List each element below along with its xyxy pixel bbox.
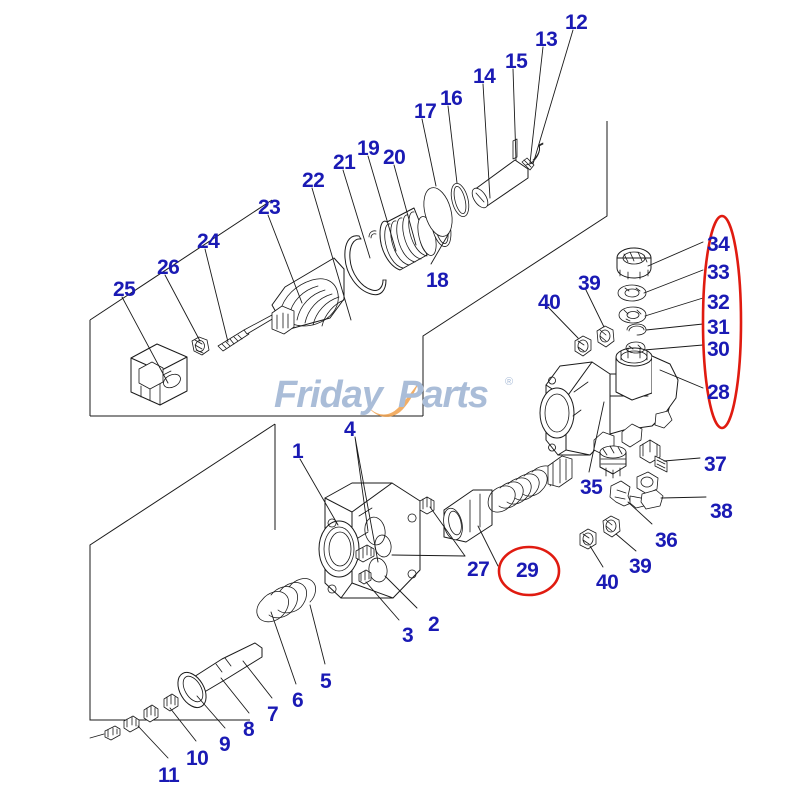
highlight-ellipse-right-column: [701, 214, 743, 430]
callout-number-38: 38: [710, 500, 733, 523]
leader-lines: [121, 29, 707, 759]
callout-number-14: 14: [473, 65, 496, 88]
highlight-marks: [497, 214, 743, 597]
callout-number-36: 36: [655, 529, 678, 552]
callout-number-33: 33: [707, 261, 730, 284]
callout-number-27: 27: [467, 558, 490, 581]
callout-number-39b: 39: [629, 555, 652, 578]
part-36-bleeder-valve: [609, 480, 645, 509]
part-14-piston-rod: [471, 159, 529, 209]
part-23-dust-boot-bellows: [271, 257, 345, 335]
callout-number-8: 8: [243, 718, 255, 741]
callout-number-18: 18: [426, 269, 449, 292]
callout-number-29: 29: [516, 559, 539, 582]
part-9-10-11-small-washers: [89, 693, 179, 741]
callout-number-3: 3: [402, 624, 414, 647]
part-5-spring: [256, 578, 316, 623]
part-17-o-ring: [423, 187, 453, 237]
part-22-snap-ring: [344, 230, 387, 296]
part-27-spring-assembly: [487, 455, 573, 513]
part-15-13-12-pin-and-clip: [512, 138, 544, 171]
callout-number-17: 17: [414, 100, 437, 123]
part-24-push-rod: [217, 314, 275, 352]
callout-number-11: 11: [158, 764, 180, 787]
callout-number-5: 5: [320, 670, 332, 693]
callout-number-22: 22: [302, 169, 325, 192]
part-20-19-21-seal-stack: [379, 207, 437, 271]
callout-number-39: 39: [578, 272, 601, 295]
part-32-washer: [618, 306, 647, 324]
callout-number-21: 21: [333, 151, 356, 174]
part-31-small-ring: [626, 323, 647, 336]
part-1-cylinder-body: [318, 482, 421, 599]
callout-number-2: 2: [428, 613, 440, 636]
part-30-small-ring: [625, 341, 646, 354]
callout-number-34: 34: [707, 233, 730, 256]
highlight-circle-item-29: [497, 545, 561, 597]
callout-number-30: 30: [707, 338, 730, 361]
callout-number-13: 13: [535, 28, 558, 51]
callout-number-23: 23: [258, 196, 281, 219]
callout-number-6: 6: [292, 689, 304, 712]
callout-number-31: 31: [707, 316, 730, 339]
lower-panel-outline: [89, 423, 276, 721]
part-34-filler-cap: [616, 247, 652, 280]
callout-number-7: 7: [267, 703, 279, 726]
callout-number-4: 4: [344, 418, 356, 441]
part-29-sleeve: [443, 489, 493, 543]
callout-number-40b: 40: [596, 571, 619, 594]
callout-number-10: 10: [186, 747, 209, 770]
callout-number-12: 12: [565, 11, 588, 34]
callout-number-26: 26: [157, 256, 180, 279]
callout-number-9: 9: [219, 733, 231, 756]
callout-number-24: 24: [197, 230, 220, 253]
part-6-7-8-piston-rod: [177, 642, 263, 709]
part-39-40-nuts-lower: [579, 515, 621, 550]
part-38-fitting: [636, 471, 664, 510]
callout-number-37: 37: [704, 453, 727, 476]
part-33-gasket: [617, 284, 647, 302]
part-main-valve-body: [539, 347, 679, 456]
callout-number-15: 15: [505, 50, 528, 73]
callout-number-1: 1: [292, 440, 304, 463]
callout-number-16: 16: [440, 87, 463, 110]
callout-number-40: 40: [538, 291, 561, 314]
callout-number-28: 28: [707, 381, 730, 404]
part-26-nut: [191, 336, 210, 356]
callout-number-19: 19: [357, 137, 380, 160]
callout-number-20: 20: [383, 146, 406, 169]
part-39-40-nuts-upper: [574, 325, 615, 357]
callout-number-25: 25: [113, 278, 136, 301]
part-25-clevis-yoke: [130, 343, 188, 406]
part-35-plug: [599, 445, 627, 479]
part-16-backup-ring: [450, 182, 470, 218]
part-37-bolt: [639, 439, 668, 473]
callout-number-35: 35: [580, 476, 603, 499]
part-4-2-3-small-fittings: [355, 496, 435, 585]
callout-number-32: 32: [707, 291, 730, 314]
